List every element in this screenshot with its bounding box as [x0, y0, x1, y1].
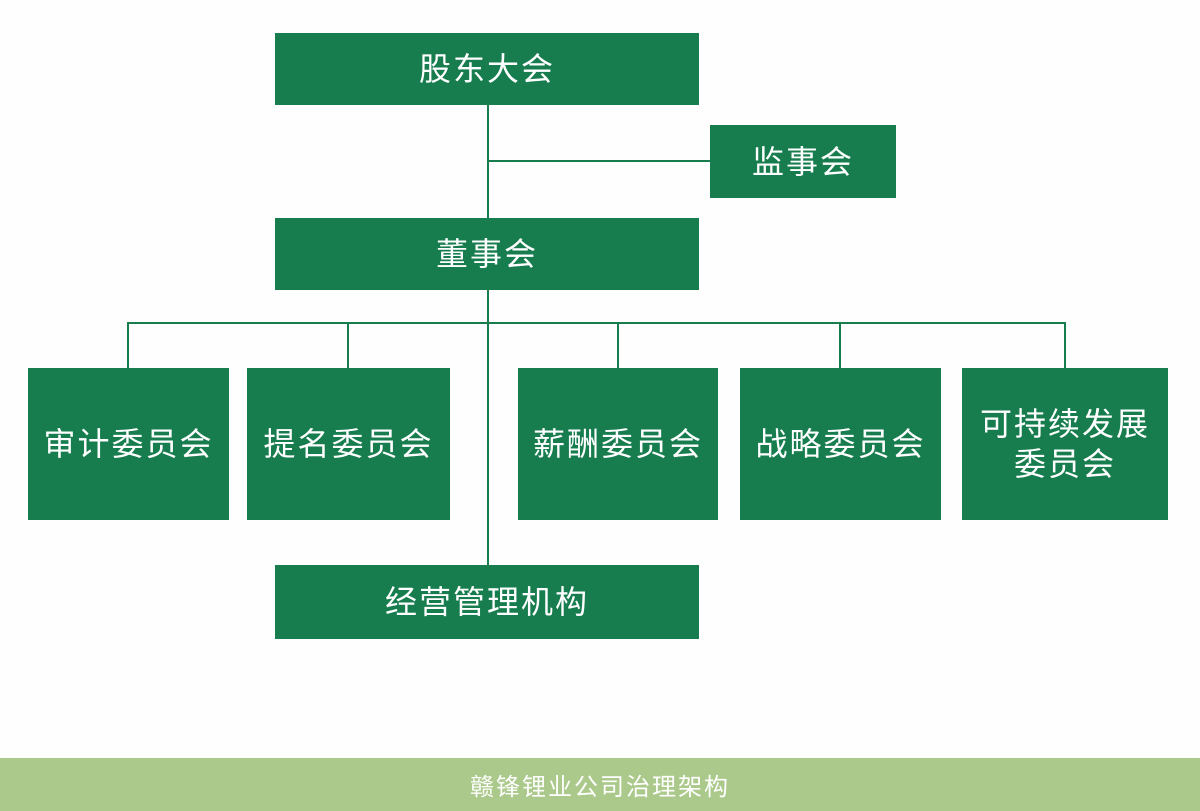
node-audit-committee: 审计委员会	[28, 368, 229, 520]
connector-drop-strategy	[839, 322, 841, 368]
node-supervisory-board: 监事会	[710, 125, 896, 198]
chart-title: 赣锋锂业公司治理架构	[470, 774, 730, 801]
node-shareholders-meeting: 股东大会	[275, 33, 699, 105]
node-board-of-directors: 董事会	[275, 218, 699, 290]
connector-drop-remuneration	[617, 322, 619, 368]
caption-banner: 赣锋锂业公司治理架构	[0, 758, 1200, 811]
connector-committees-bus	[128, 322, 1066, 324]
connector-branch-to-supervisory	[487, 160, 710, 162]
node-sustainability-committee: 可持续发展 委员会	[962, 368, 1168, 520]
node-remuneration-committee: 薪酬委员会	[518, 368, 718, 520]
connector-board-to-management	[487, 290, 489, 565]
node-management-body: 经营管理机构	[275, 565, 699, 639]
connector-drop-nomination	[347, 322, 349, 368]
connector-drop-audit	[127, 322, 129, 368]
node-nomination-committee: 提名委员会	[247, 368, 450, 520]
node-strategy-committee: 战略委员会	[740, 368, 941, 520]
connector-drop-sustainability	[1064, 322, 1066, 368]
